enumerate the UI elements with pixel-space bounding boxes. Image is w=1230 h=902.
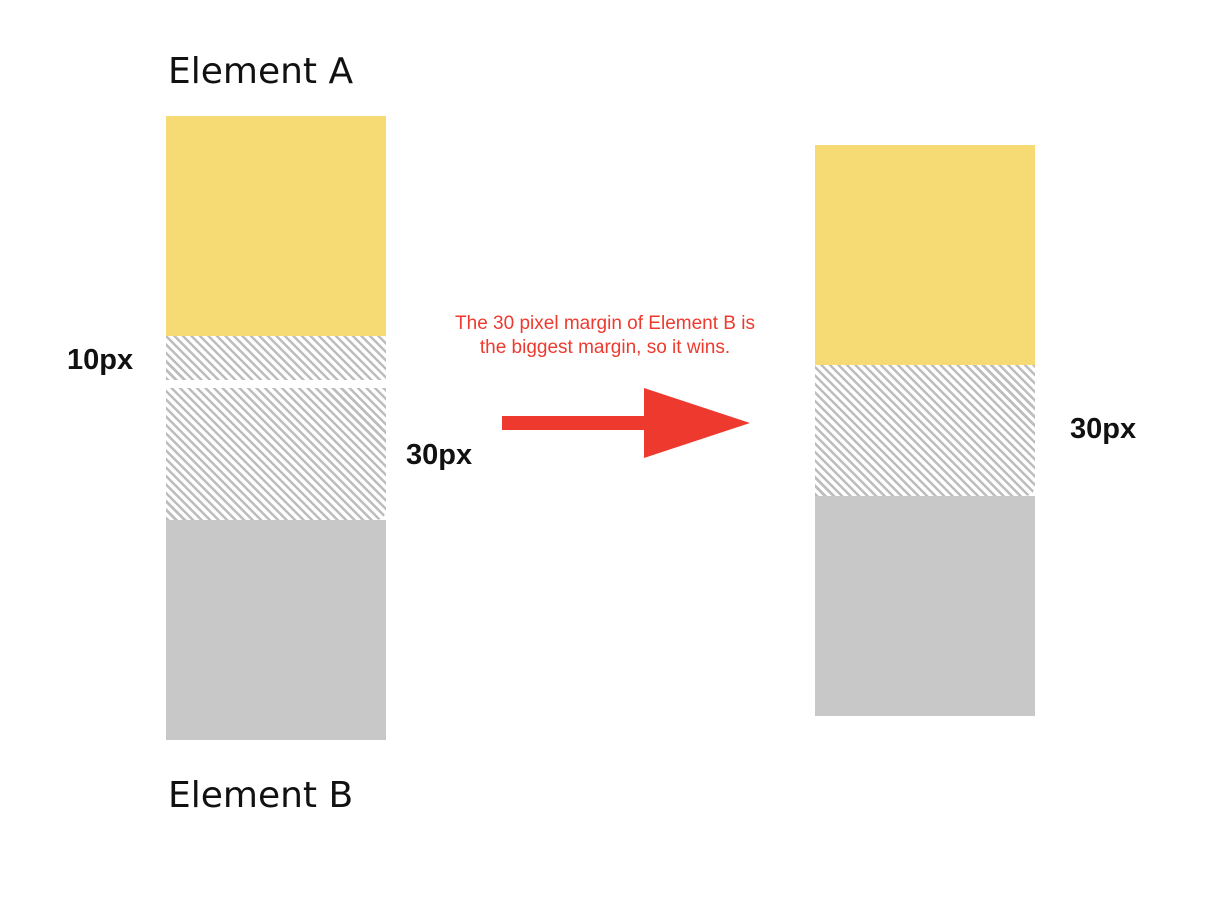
element-b-box: [166, 520, 386, 740]
explanation-note: The 30 pixel margin of Element B is the …: [400, 312, 810, 360]
element-a-label: Element A: [168, 51, 354, 92]
arrow-shaft: [502, 416, 650, 430]
right-arrow-icon: [502, 388, 750, 458]
collapsed-element-a-box: [815, 145, 1035, 365]
arrow-head: [644, 388, 750, 458]
margin-a-label: 10px: [67, 344, 134, 376]
collapsed-margin-30px: [815, 365, 1035, 496]
element-a-box: [166, 116, 386, 336]
element-b-label: Element B: [168, 775, 354, 816]
margin-b-label: 30px: [406, 439, 473, 471]
element-b-margin-30px: [166, 388, 386, 520]
collapsed-element-b-box: [815, 496, 1035, 716]
element-a-margin-10px: [166, 336, 386, 380]
explanation-note-line-1: The 30 pixel margin of Element B is: [455, 313, 755, 334]
explanation-note-line-2: the biggest margin, so it wins.: [479, 337, 731, 358]
collapsed-margin-label: 30px: [1070, 413, 1137, 445]
